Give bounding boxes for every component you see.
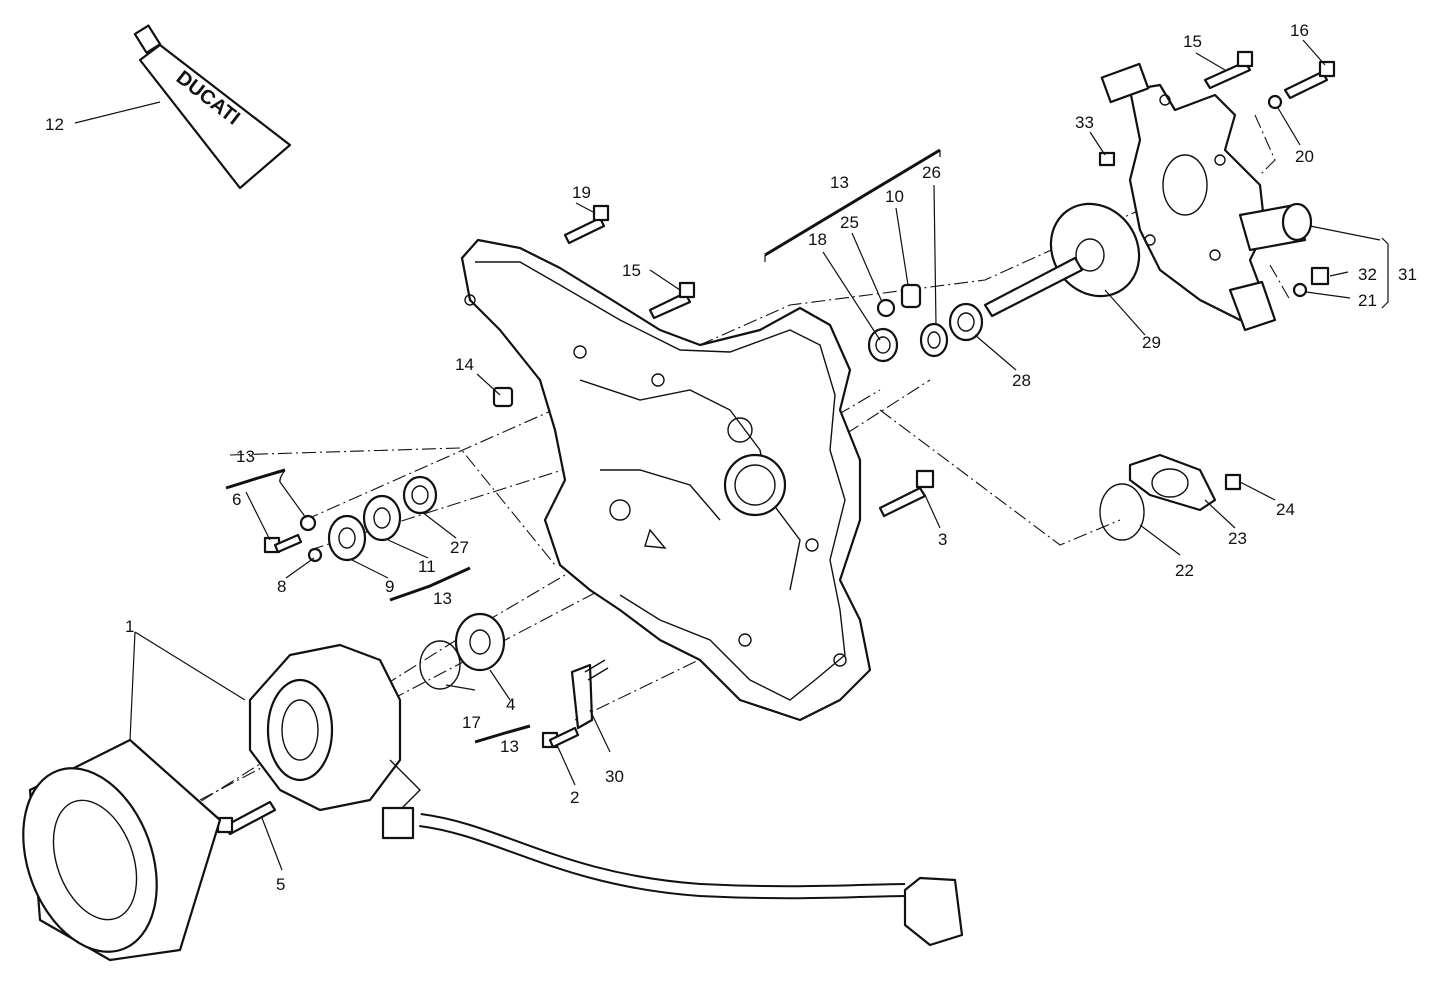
callout-15-top: 15 <box>1183 32 1202 51</box>
water-pump-housing <box>1100 62 1313 332</box>
generator-rotor <box>22 738 222 962</box>
callout-31: 31 <box>1398 265 1417 284</box>
fasteners <box>216 50 1336 836</box>
callout-7: 7 <box>276 467 285 486</box>
callout-17: 17 <box>462 713 481 732</box>
kit-brackets <box>225 148 1389 744</box>
callout-12: 12 <box>45 115 64 134</box>
leader-lines <box>74 39 1381 871</box>
callout-16: 16 <box>1290 21 1309 40</box>
callout-15-center: 15 <box>622 261 641 280</box>
callout-26: 26 <box>922 163 941 182</box>
callout-numbers: 12 1 2 3 4 5 6 7 8 9 10 11 13 13 13 13 1… <box>45 21 1417 894</box>
callout-18: 18 <box>808 230 827 249</box>
callout-22: 22 <box>1175 561 1194 580</box>
stator-wiring-harness <box>381 759 964 947</box>
callout-10: 10 <box>885 187 904 206</box>
callout-9: 9 <box>385 577 394 596</box>
callout-21: 21 <box>1358 291 1377 310</box>
callout-2: 2 <box>570 788 579 807</box>
callout-13-mid: 13 <box>433 589 452 608</box>
callout-29: 29 <box>1142 333 1161 352</box>
callout-13-top: 13 <box>830 173 849 192</box>
callout-13-left: 13 <box>236 447 255 466</box>
generator-stator <box>248 643 402 812</box>
callout-14: 14 <box>455 355 474 374</box>
generator-cover <box>460 238 872 722</box>
callout-13-low: 13 <box>500 737 519 756</box>
callout-19: 19 <box>572 183 591 202</box>
flange-seal <box>1099 453 1217 541</box>
callout-23: 23 <box>1228 529 1247 548</box>
callout-20: 20 <box>1295 147 1314 166</box>
callout-8: 8 <box>277 577 286 596</box>
callout-28: 28 <box>1012 371 1031 390</box>
callout-11: 11 <box>418 557 436 576</box>
cable-bracket <box>570 659 609 730</box>
cover-bearings <box>327 475 506 690</box>
callout-5: 5 <box>276 875 285 894</box>
sealant-tube: DUCATI <box>133 24 292 190</box>
callout-30: 30 <box>605 767 624 786</box>
callout-6: 6 <box>232 490 241 509</box>
callout-4: 4 <box>506 695 515 714</box>
impeller-shaft <box>983 202 1141 318</box>
callout-3: 3 <box>938 530 947 549</box>
callout-24: 24 <box>1276 500 1295 519</box>
callout-25: 25 <box>840 213 859 232</box>
pump-seals <box>867 283 984 363</box>
callout-27: 27 <box>450 538 469 557</box>
callout-33: 33 <box>1075 113 1094 132</box>
callout-32: 32 <box>1358 265 1377 284</box>
callout-1: 1 <box>125 617 134 636</box>
